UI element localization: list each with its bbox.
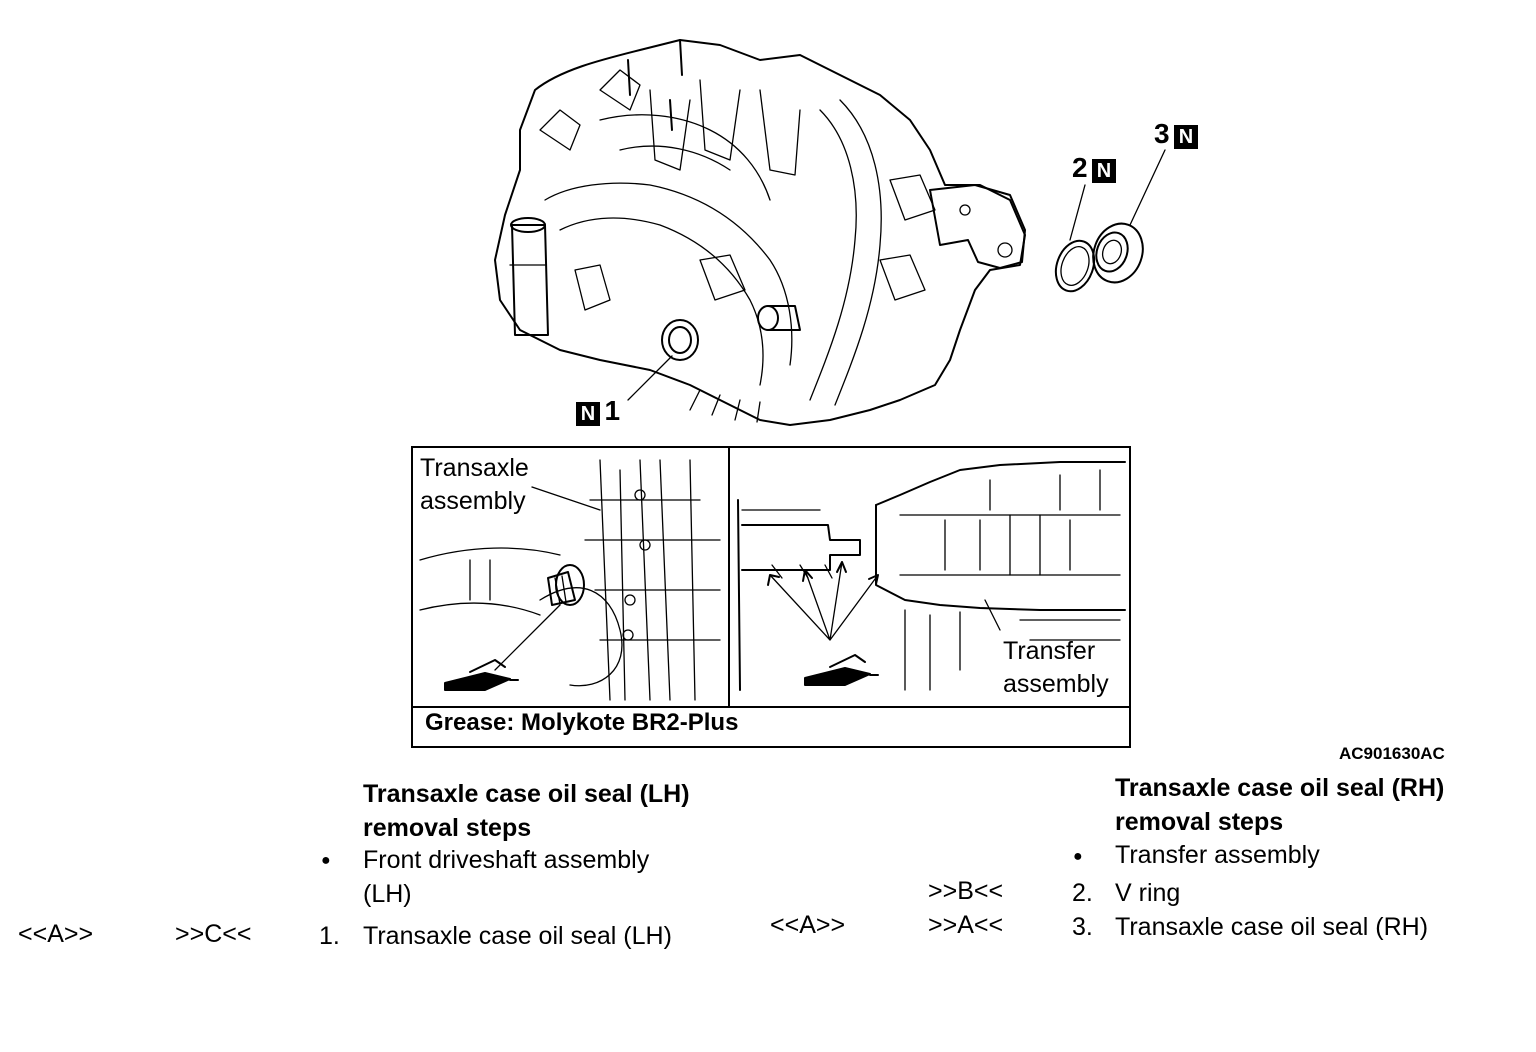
step-text-lh-1: Transaxle case oil seal (LH)	[363, 922, 672, 950]
callout-1: N 1	[576, 395, 620, 427]
removal-code-lh-1: <<A>>	[18, 920, 94, 948]
callout-number: 3	[1154, 118, 1170, 149]
prereq-line: Front driveshaft assembly	[363, 846, 650, 874]
new-part-badge: N	[576, 402, 600, 426]
title-line: Transaxle case oil seal (LH)	[363, 780, 690, 808]
title-line: removal steps	[1115, 808, 1284, 836]
transaxle-assembly-label: Transaxle assembly	[420, 452, 529, 518]
install-code-rh-2: >>B<<	[928, 877, 1004, 905]
inset-divider-vertical	[728, 448, 730, 706]
title-line: removal steps	[363, 814, 532, 842]
callout-3: 3 N	[1154, 118, 1199, 150]
title-line: Transaxle case oil seal (RH)	[1115, 774, 1445, 802]
bullet-icon: ●	[321, 852, 331, 869]
install-code-rh-3: >>A<<	[928, 911, 1004, 939]
grease-caption: Grease: Molykote BR2-Plus	[425, 709, 739, 736]
step-number-lh-1: 1.	[319, 922, 340, 950]
step-number-rh-3: 3.	[1072, 913, 1093, 941]
label-line: Transfer	[1003, 637, 1096, 665]
new-part-badge: N	[1174, 125, 1199, 149]
lh-prereq-item: Front driveshaft assembly (LH)	[363, 843, 649, 911]
new-part-badge: N	[1092, 159, 1117, 183]
step-text-rh-3: Transaxle case oil seal (RH)	[1115, 913, 1429, 941]
callout-number: 2	[1072, 152, 1088, 183]
rh-prereq-item: Transfer assembly	[1115, 841, 1320, 869]
lh-section-title: Transaxle case oil seal (LH) removal ste…	[363, 777, 690, 845]
rh-section-title: Transaxle case oil seal (RH) removal ste…	[1115, 771, 1444, 839]
label-line: assembly	[420, 487, 526, 515]
callout-2: 2 N	[1072, 152, 1117, 184]
inset-box	[411, 446, 1131, 748]
step-text-rh-2: V ring	[1115, 879, 1181, 907]
callout-number: 1	[604, 395, 621, 426]
label-line: Transaxle	[420, 454, 529, 482]
step-number-rh-2: 2.	[1072, 879, 1093, 907]
install-code-lh-1: >>C<<	[175, 920, 252, 948]
figure-code: AC901630AC	[1339, 744, 1445, 763]
removal-code-rh-3: <<A>>	[770, 911, 846, 939]
prereq-line: (LH)	[363, 880, 412, 908]
bullet-icon: ●	[1073, 848, 1083, 865]
transfer-assembly-label: Transfer assembly	[1003, 635, 1109, 701]
label-line: assembly	[1003, 670, 1109, 698]
inset-divider-horizontal	[413, 706, 1129, 708]
